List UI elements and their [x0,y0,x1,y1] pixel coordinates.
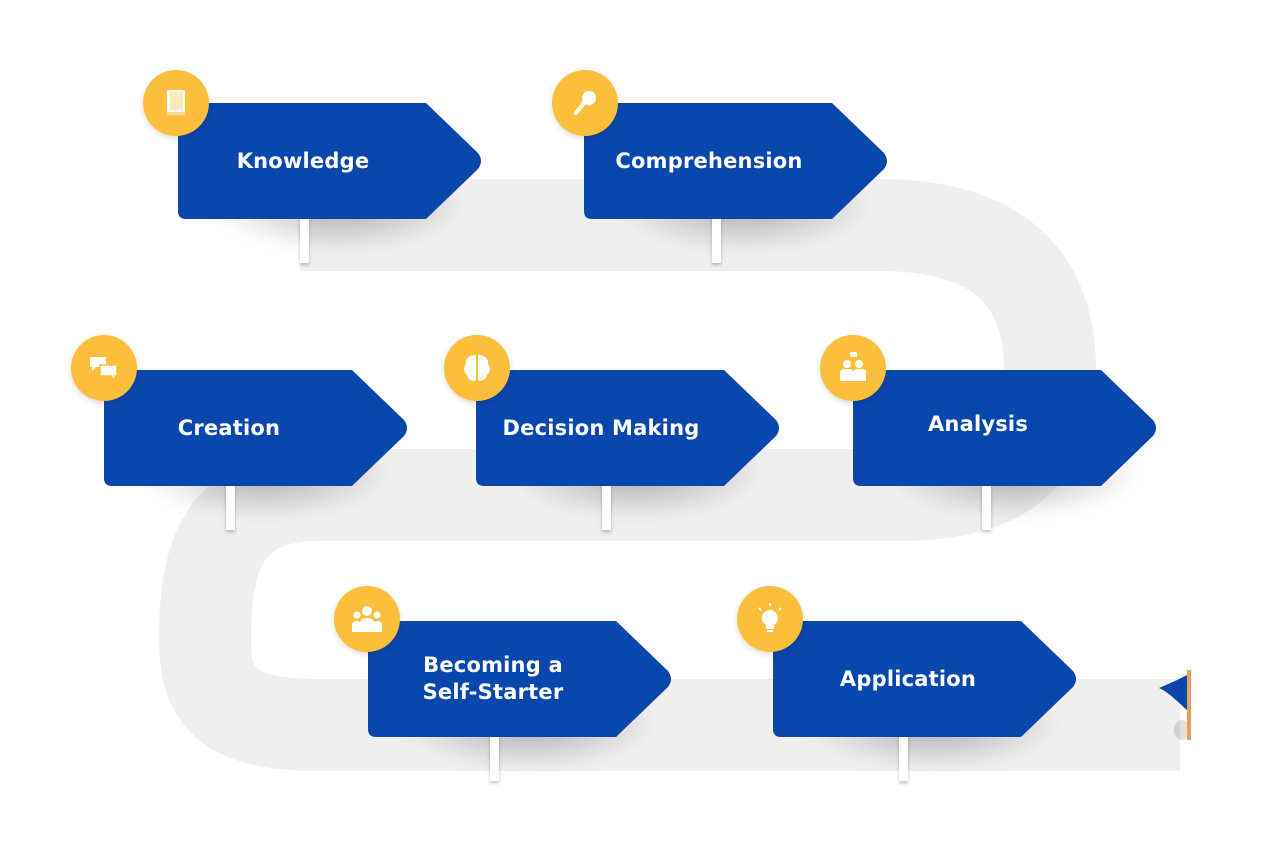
sign-creation[interactable]: Creation [104,370,410,530]
lightbulb-icon [737,586,803,652]
sign-label: Decision Making [502,415,700,440]
discussion-people-icon [820,335,886,401]
sign-post [712,215,721,263]
group-people-icon [334,586,400,652]
brain-icon [444,335,510,401]
sign-post [226,482,235,530]
sign-application[interactable]: Application [773,621,1079,781]
sign-post [602,482,611,530]
magnifier-icon [552,70,618,136]
sign-label: Knowledge [236,148,370,173]
sign-decision-making[interactable]: Decision Making [476,370,782,530]
sign-arrow-board [104,370,407,486]
sign-post [300,215,309,263]
flag-icon [1159,670,1191,740]
chat-bubbles-icon [71,335,137,401]
sign-label: Becoming a Self-Starter [422,653,564,704]
sign-arrow-board [178,103,481,219]
sign-analysis[interactable]: Analysis [853,370,1159,530]
sign-post [490,733,499,781]
sign-label: Comprehension [615,148,803,173]
sign-post [982,482,991,530]
sign-knowledge[interactable]: Knowledge [178,103,484,263]
book-icon [143,70,209,136]
sign-comprehension[interactable]: Comprehension [584,103,890,263]
sign-arrow-board [476,370,779,486]
sign-arrow-board [773,621,1076,737]
sign-label: Analysis [927,411,1029,436]
sign-arrow-board [584,103,887,219]
sign-label: Creation [177,415,281,440]
sign-arrow-board [853,370,1156,486]
sign-becoming-a-self-starter[interactable]: Becoming a Self-Starter [368,621,674,781]
sign-arrow-board [368,621,671,737]
sign-label: Application [839,666,977,691]
sign-post [899,733,908,781]
